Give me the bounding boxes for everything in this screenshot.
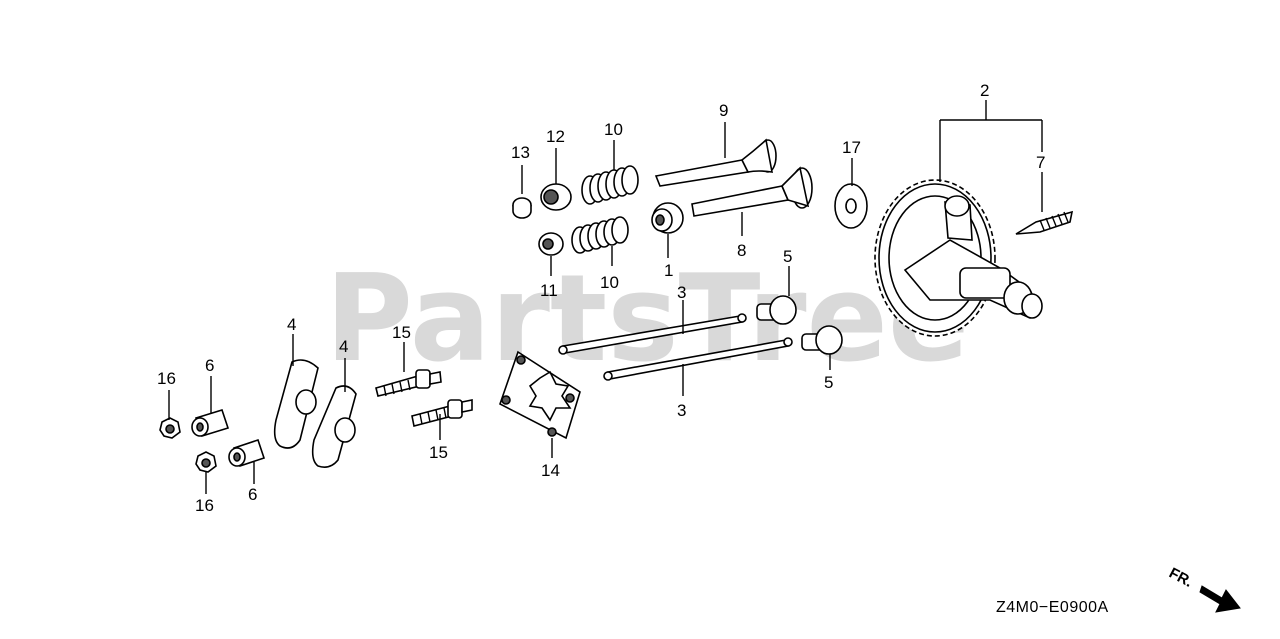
callout-3-top: 3 xyxy=(677,283,686,302)
part-3-push-rod-lower[interactable] xyxy=(603,337,793,381)
part-7-decompressor-spring[interactable] xyxy=(1015,210,1074,235)
leader-lines xyxy=(168,100,1043,494)
callout-15-top: 15 xyxy=(392,323,411,342)
front-arrow-icon xyxy=(1199,585,1241,613)
part-16-nut-upper[interactable] xyxy=(159,417,181,439)
callout-5-top: 5 xyxy=(783,247,792,266)
part-3-push-rod-upper[interactable] xyxy=(558,313,747,355)
part-2-camshaft-gear[interactable] xyxy=(874,179,1043,337)
callout-15-bottom: 15 xyxy=(429,443,448,462)
part-9-exhaust-valve[interactable] xyxy=(654,138,777,187)
callout-2: 2 xyxy=(980,81,989,100)
part-11-retainer[interactable] xyxy=(538,232,564,256)
part-10-valve-spring-lower[interactable] xyxy=(571,216,629,254)
part-6-rocker-pivot-lower[interactable] xyxy=(228,438,266,468)
direction-label: FR. xyxy=(1166,565,1195,591)
callout-17: 17 xyxy=(842,138,861,157)
callout-6-top: 6 xyxy=(205,356,214,375)
callout-13: 13 xyxy=(511,143,530,162)
callout-1: 1 xyxy=(664,261,673,280)
part-15-stud-upper[interactable] xyxy=(375,369,442,397)
callout-8: 8 xyxy=(737,241,746,260)
callout-5-bottom: 5 xyxy=(824,373,833,392)
callout-10-bottom: 10 xyxy=(600,273,619,292)
part-8-intake-valve[interactable] xyxy=(691,166,813,217)
callout-3-bottom: 3 xyxy=(677,401,686,420)
part-4-rocker-arm-left[interactable] xyxy=(273,359,319,449)
part-14-push-rod-guide-plate[interactable] xyxy=(499,350,581,440)
callout-11: 11 xyxy=(540,281,558,300)
callout-4-right: 4 xyxy=(339,337,348,356)
callout-9: 9 xyxy=(719,101,728,120)
callout-14: 14 xyxy=(541,461,560,480)
callout-7: 7 xyxy=(1036,153,1045,172)
front-direction-indicator: FR. xyxy=(1166,565,1241,613)
part-4-rocker-arm-right[interactable] xyxy=(311,385,357,468)
part-12-retainer[interactable] xyxy=(540,183,572,211)
part-5-tappet-upper[interactable] xyxy=(756,295,797,325)
part-13-valve-cap[interactable] xyxy=(512,197,532,219)
part-16-nut-lower[interactable] xyxy=(195,451,217,473)
callout-12: 12 xyxy=(546,127,565,146)
part-6-rocker-pivot-upper[interactable] xyxy=(191,409,230,437)
diagram-code: Z4M0−E0900A xyxy=(996,599,1109,616)
part-17-washer[interactable] xyxy=(834,183,868,229)
part-15-stud-lower[interactable] xyxy=(411,399,473,427)
part-10-valve-spring-upper[interactable] xyxy=(581,165,639,205)
part-5-tappet-lower[interactable] xyxy=(801,325,843,355)
callout-16-bottom: 16 xyxy=(195,496,214,515)
callout-16-top: 16 xyxy=(157,369,176,388)
callout-4-left: 4 xyxy=(287,315,296,334)
part-1-valve-seal[interactable] xyxy=(651,202,684,234)
callout-10-top: 10 xyxy=(604,120,623,139)
callout-6-bottom: 6 xyxy=(248,485,257,504)
